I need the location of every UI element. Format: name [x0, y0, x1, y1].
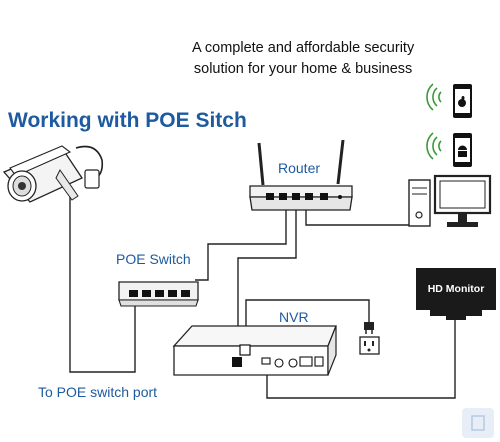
- bullet-camera-icon: [2, 145, 104, 203]
- tagline-line-1: A complete and affordable security: [192, 40, 415, 56]
- nvr-label: NVR: [279, 309, 309, 325]
- poe-port-note: To POE switch port: [38, 384, 158, 400]
- hd-monitor-label: HD Monitor: [418, 270, 494, 308]
- wifi-icon: [426, 132, 442, 160]
- tagline: A complete and affordable security solut…: [192, 38, 414, 80]
- page-title: Working with POE Sitch: [8, 109, 247, 132]
- poe-switch-label: POE Switch: [116, 251, 191, 267]
- router-label: Router: [278, 160, 321, 176]
- apple-phone-icon: [453, 84, 472, 118]
- power-outlet-icon: [359, 336, 380, 355]
- android-phone-icon: [453, 133, 472, 167]
- router-device: [249, 139, 353, 211]
- desktop-computer-icon: [408, 174, 492, 227]
- nvr-device: [172, 325, 337, 376]
- poe-switch-device: [118, 281, 199, 307]
- tagline-line-2: solution for your home & business: [193, 61, 413, 77]
- wifi-icon: [426, 83, 442, 111]
- watermark-icon: [462, 408, 494, 438]
- power-plug-icon: [364, 322, 374, 334]
